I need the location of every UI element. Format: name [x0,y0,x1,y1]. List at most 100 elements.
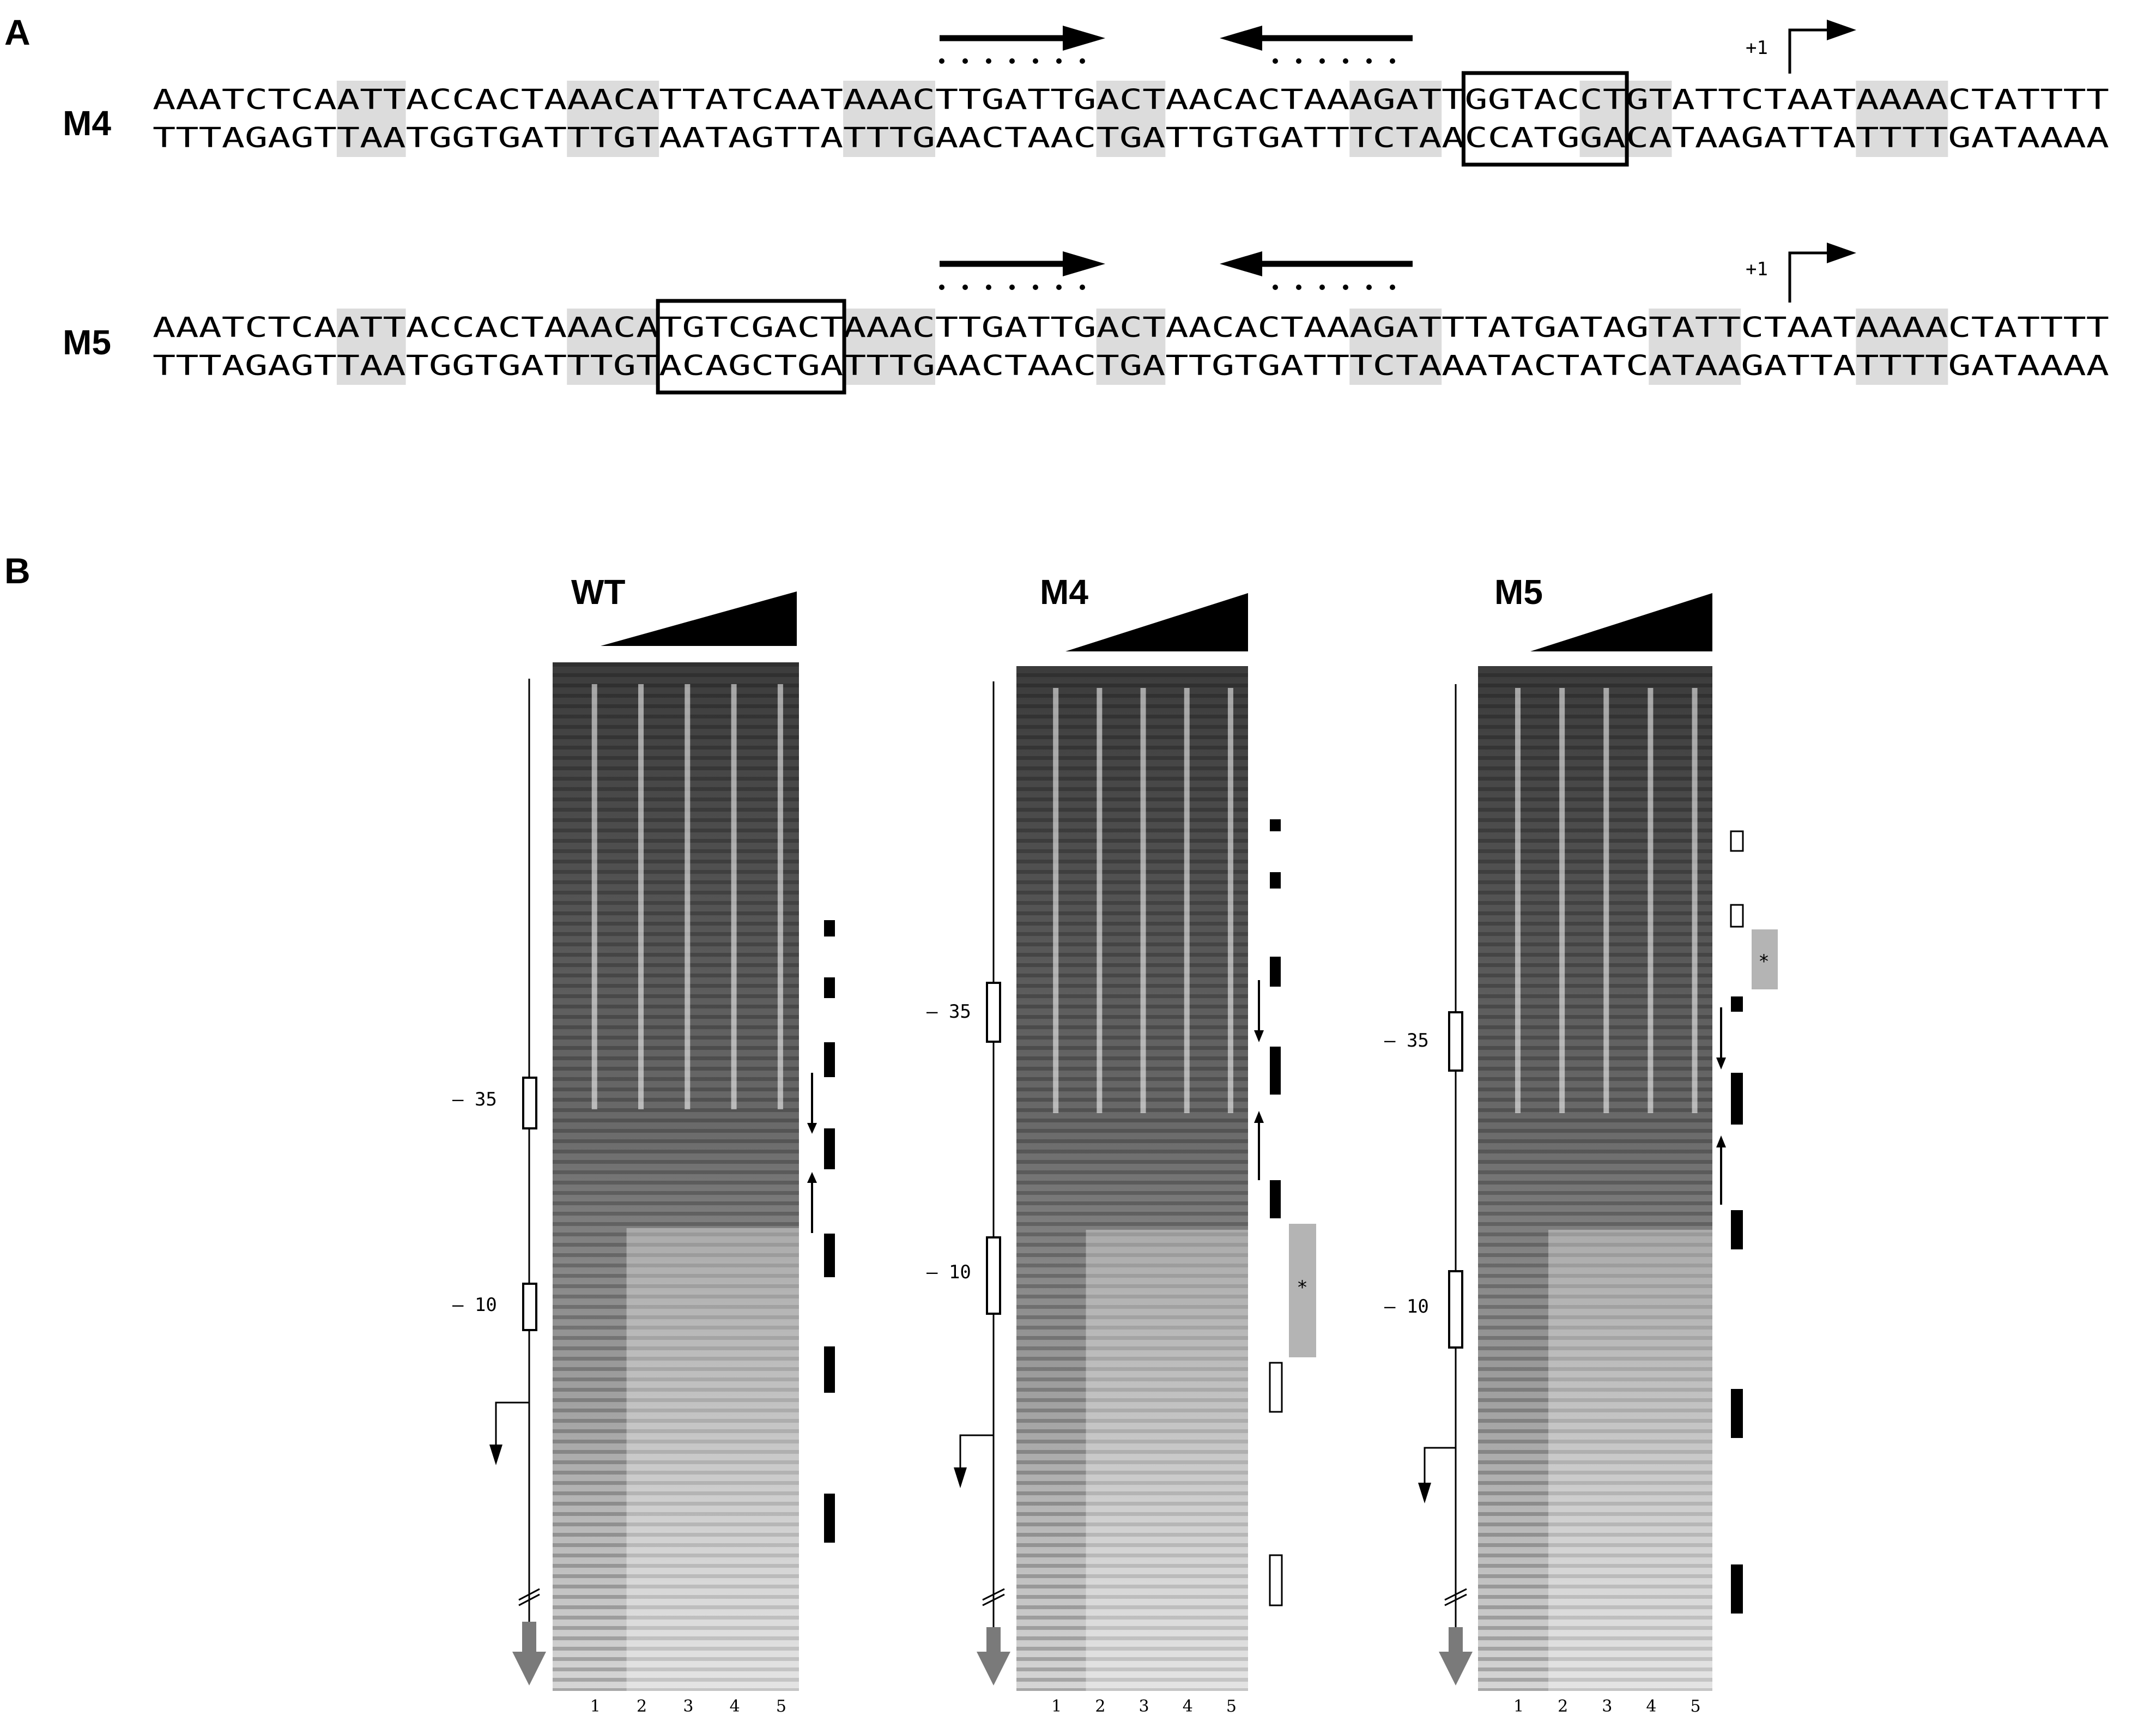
lane-streak [1097,688,1103,1113]
protection-mark-filled [824,977,835,998]
top-strand: AAATCTCAATTACCACTAAACATTATCAATAAACTTGATT… [153,84,2109,116]
protection-mark-filled [1731,1073,1743,1125]
lane-streak [638,684,644,1109]
tss-bent-arrow-icon [1788,28,1829,74]
dot [1080,285,1085,290]
shaded-span [1856,309,1948,385]
shaded-span [1096,81,1166,157]
dot [1390,58,1395,64]
up-arrow-icon [1716,1135,1726,1147]
lane-number: 2 [637,1697,647,1716]
lane-number: 5 [1691,1697,1701,1716]
down-arrow-icon [1254,1030,1264,1042]
transcription-start: +1 [1746,243,1856,303]
protection-marks [824,920,835,1543]
protection-mark-open [1269,1554,1283,1606]
lane-streak [591,684,597,1109]
tss-arrow-icon [495,1401,529,1450]
protection-mark-filled [1270,957,1281,987]
dotted-underline [939,58,1395,64]
lane-number: 4 [730,1697,740,1716]
lane-streak [1603,688,1609,1113]
lane-streak [1692,688,1698,1113]
lane-streak [1515,688,1521,1113]
marker-10: – 10 [1384,1296,1429,1318]
lane-streak [685,684,691,1109]
shaded-span [1649,309,1741,385]
shaded-span [336,81,406,157]
lane-number: 1 [1513,1697,1524,1716]
mutation-box [1461,71,1629,167]
lane-streak [1140,688,1146,1113]
lane-number: 1 [590,1697,601,1716]
dot [1296,58,1301,64]
protection-mark-filled [1270,1047,1281,1095]
tss-bent-arrow-icon [1788,251,1829,303]
lane-number: 4 [1646,1697,1656,1716]
construct-label: M5 [63,323,111,362]
bottom-strand: TTTAGAGTTAATGGTGATTTGTACAGCTGATTTGAACTAA… [153,350,2109,382]
down-arrow-icon [807,1123,817,1134]
shaded-span [567,309,659,385]
lane-number: 3 [1139,1697,1149,1716]
lane-streak [1227,688,1233,1113]
mutation-box [656,299,846,395]
lane-number: 3 [1602,1697,1612,1716]
shaded-span [843,309,935,385]
left-arrow-icon [1220,251,1262,276]
protection-mark-filled [1731,1389,1743,1438]
sequence-block-m5: M5 AAATCTCAATTACCACTAAACATGTCGACTAAACTTG… [63,243,2109,395]
dot [1343,58,1348,64]
dotted-underline [939,285,1395,290]
protection-mark-filled [824,1128,835,1169]
box-10-icon [986,1236,1001,1315]
direction-arrow-icon [1439,1652,1473,1685]
lane-number: 5 [776,1697,786,1716]
marker-35: – 35 [926,1001,971,1023]
dot [1033,285,1038,290]
lane-streak [731,684,737,1109]
concentration-wedge-icon [1065,593,1248,651]
top-strand: AAATCTCAATTACCACTAAACATGTCGACTAAACTTGATT… [153,312,2109,344]
concentration-wedge-icon [601,591,797,646]
tss-arrow-icon [959,1434,994,1473]
dot [986,58,991,64]
direction-arrow-icon [977,1652,1010,1685]
dot [1056,285,1062,290]
dot [1390,285,1395,290]
grey-box [1752,929,1778,989]
protection-mark-filled [1270,872,1281,889]
marker-10: – 10 [452,1294,497,1316]
dot [1296,285,1301,290]
protection-mark-filled [824,1494,835,1543]
concentration-wedge-icon [1530,593,1712,651]
lane-number: 2 [1095,1697,1105,1716]
shaded-span [1349,309,1442,385]
dot [1319,285,1325,290]
protection-mark-filled [824,920,835,936]
shaded-span [1096,309,1166,385]
marker-35: – 35 [452,1089,497,1110]
star-mark: * [1298,1277,1307,1298]
grey-box [1289,1224,1316,1357]
dot [1080,58,1085,64]
dot [1273,58,1278,64]
box-35-icon [1448,1011,1463,1072]
inverted-repeat-arrows [940,26,1413,51]
lane-number: 4 [1183,1697,1193,1716]
gel-title: M4 [1040,572,1088,612]
direction-arrow-icon [512,1652,546,1685]
lane-number: 5 [1226,1697,1237,1716]
shaded-regions [336,309,1948,385]
dot [1366,285,1372,290]
up-arrow-icon [807,1172,817,1183]
lane-number: 2 [1558,1697,1568,1716]
dot [939,58,944,64]
lane-streak [1053,688,1059,1113]
dot [962,285,968,290]
right-arrow-icon [1063,251,1105,276]
shaded-span [336,309,406,385]
tss-arrow-icon [1424,1447,1456,1488]
